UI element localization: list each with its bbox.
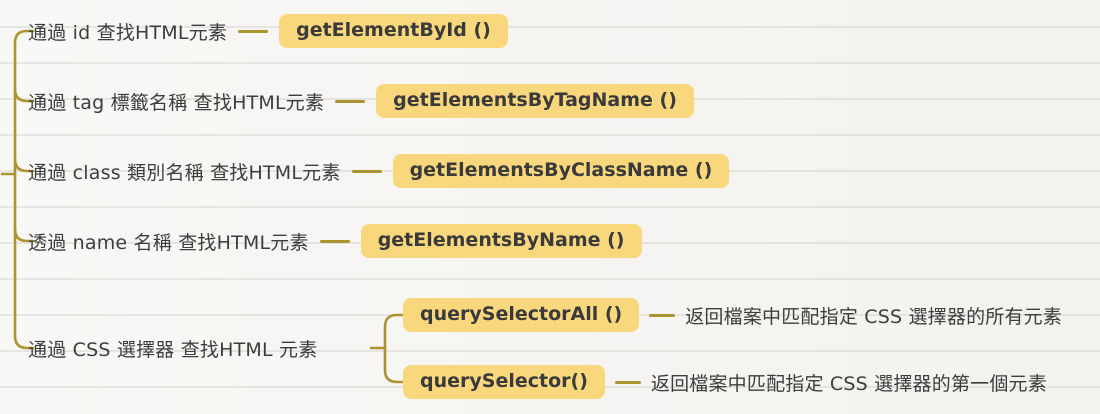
method-chip-queryselector[interactable]: querySelector()	[403, 365, 605, 399]
connector-dash	[614, 380, 641, 384]
connector-dash	[351, 169, 382, 173]
branch-label-class[interactable]: 通過 class 類別名稱 查找HTML元素	[28, 161, 341, 184]
method-chip-getelementsbytagname[interactable]: getElementsByTagName ()	[376, 84, 694, 118]
method-chip-getelementsbyclassname[interactable]: getElementsByClassName ()	[392, 154, 730, 188]
method-chip-getelementbyid[interactable]: getElementById ()	[279, 14, 508, 48]
branch-row-tag: 通過 tag 標籤名稱 查找HTML元素 getElementsByTagNam…	[28, 83, 694, 119]
subbrace-lower	[383, 346, 404, 384]
method-chip-getelementsbyname[interactable]: getElementsByName ()	[360, 224, 642, 258]
method-description-queryselectorall[interactable]: 返回檔案中匹配指定 CSS 選擇器的所有元素	[685, 305, 1063, 328]
spine-bottom	[13, 172, 35, 350]
branch-label-tag[interactable]: 通過 tag 標籤名稱 查找HTML元素	[28, 91, 325, 114]
branch-row-name: 透過 name 名稱 查找HTML元素 getElementsByName ()	[28, 223, 642, 259]
method-description-queryselector[interactable]: 返回檔案中匹配指定 CSS 選擇器的第一個元素	[650, 372, 1047, 395]
connector-dash	[335, 99, 366, 103]
connector-dash	[238, 29, 269, 33]
child-row-queryselector: querySelector() 返回檔案中匹配指定 CSS 選擇器的第一個元素	[403, 364, 1047, 400]
branch-row-css-selector: 通過 CSS 選擇器 查找HTML 元素	[28, 330, 317, 366]
branch-row-class: 通過 class 類別名稱 查找HTML元素 getElementsByClas…	[28, 153, 730, 189]
branch-label-id[interactable]: 通過 id 查找HTML元素	[28, 21, 228, 44]
child-row-queryselectorall: querySelectorAll () 返回檔案中匹配指定 CSS 選擇器的所有…	[403, 297, 1062, 333]
connector-dash	[319, 239, 350, 243]
connector-dash	[649, 313, 676, 317]
branch-row-id: 通過 id 查找HTML元素 getElementById ()	[28, 13, 508, 49]
subbrace-upper	[383, 313, 404, 350]
branch-label-name[interactable]: 透過 name 名稱 查找HTML元素	[28, 231, 309, 254]
method-chip-queryselectorall[interactable]: querySelectorAll ()	[403, 298, 640, 332]
branch-label-css-selector[interactable]: 通過 CSS 選擇器 查找HTML 元素	[28, 338, 318, 361]
